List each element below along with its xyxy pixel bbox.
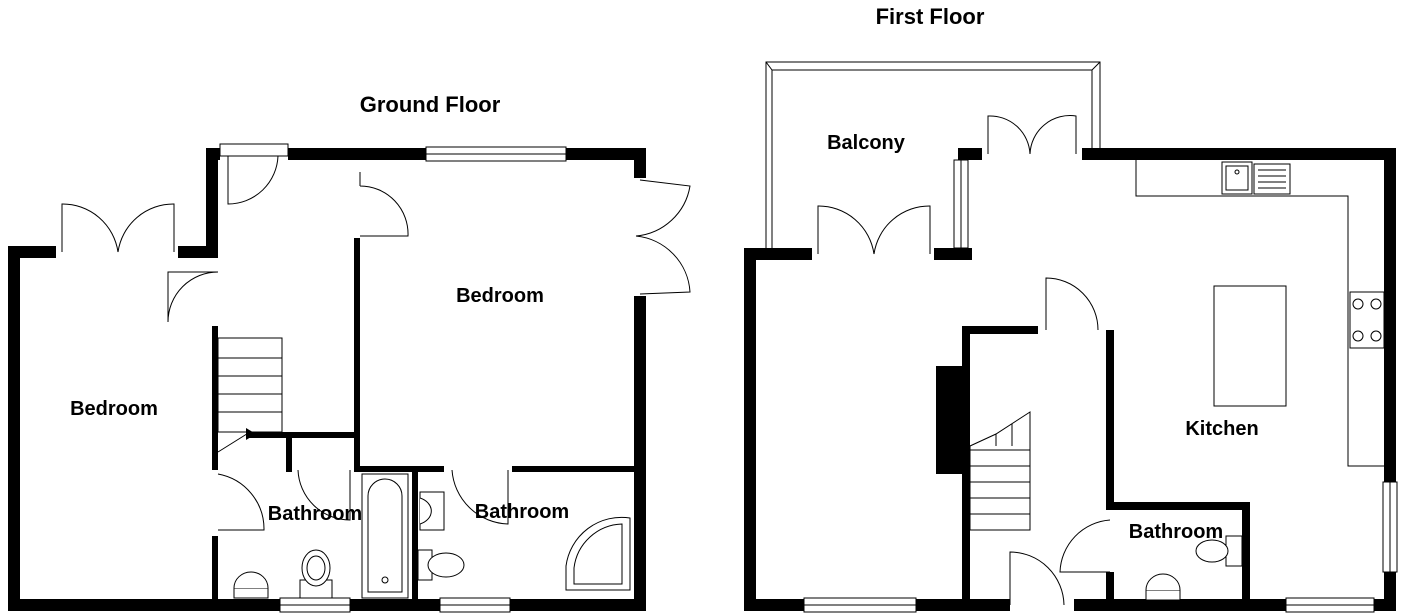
first-floor-plan: First Floor bbox=[744, 4, 1398, 613]
ground-floor-fixtures bbox=[233, 473, 631, 599]
ground-bedroom-main-label: Bedroom bbox=[456, 285, 544, 307]
ground-floor-plan: Ground Floor bbox=[8, 92, 691, 613]
balcony-outline bbox=[765, 61, 1101, 248]
first-bathroom-label: Bathroom bbox=[1129, 521, 1223, 543]
ground-floor-windows bbox=[279, 146, 567, 613]
balcony-label: Balcony bbox=[827, 132, 906, 154]
ground-floor-walls bbox=[8, 148, 646, 611]
first-floor-title: First Floor bbox=[876, 4, 985, 29]
first-floor-walls bbox=[744, 148, 1396, 611]
ground-bathroom-1-label: Bathroom bbox=[268, 503, 362, 525]
first-floor-stairs bbox=[969, 411, 1031, 531]
ground-floor-doors bbox=[61, 143, 691, 531]
ground-bedroom-left-label: Bedroom bbox=[70, 398, 158, 420]
first-floor-windows bbox=[803, 159, 1398, 613]
kitchen-fixtures bbox=[1135, 160, 1385, 601]
ground-floor-title: Ground Floor bbox=[360, 92, 501, 117]
ground-floor-stairs bbox=[217, 337, 283, 453]
ground-bathroom-2-label: Bathroom bbox=[475, 501, 569, 523]
kitchen-label: Kitchen bbox=[1185, 418, 1258, 440]
first-floor-doors bbox=[817, 115, 1111, 606]
